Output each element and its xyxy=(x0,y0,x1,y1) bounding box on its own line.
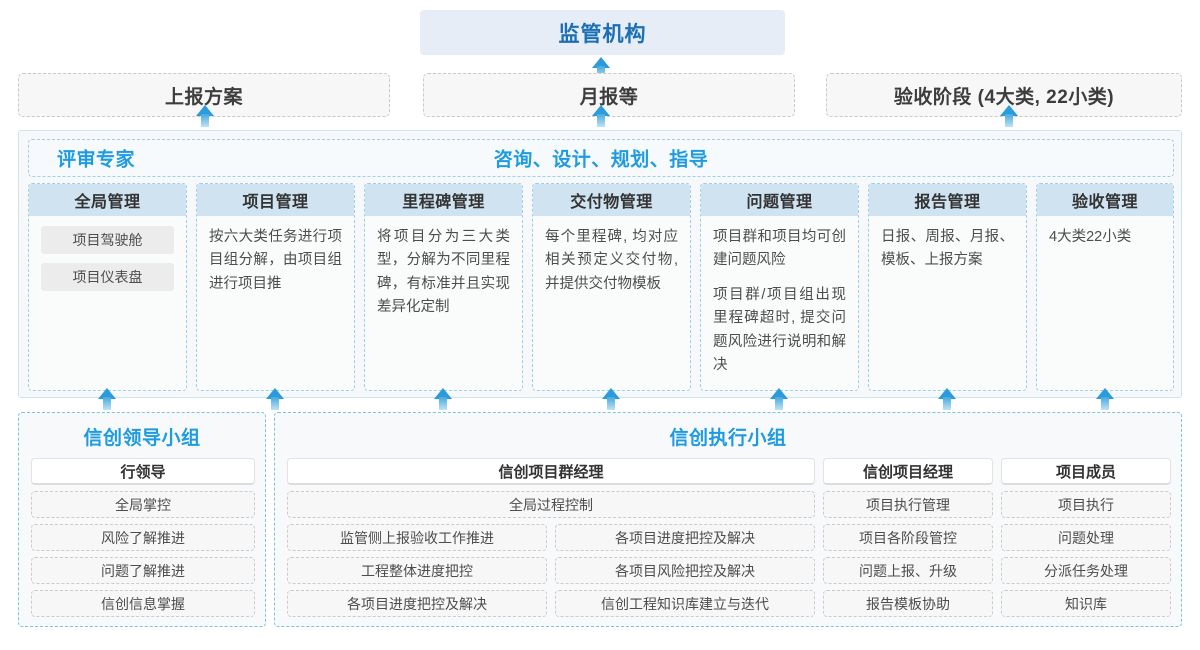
list-item[interactable]: 监管侧上报验收工作推进 xyxy=(287,524,547,551)
management-cards: 全局管理 项目驾驶舱 项目仪表盘 项目管理 按六大类任务进行项目组分解，由项目组… xyxy=(28,183,1174,391)
column-program-manager: 信创项目群经理 全局过程控制 监管侧上报验收工作推进 工程整体进度把控 各项目进… xyxy=(287,458,815,617)
card-title: 项目管理 xyxy=(197,184,354,216)
column-project-member: 项目成员 项目执行 问题处理 分派任务处理 知识库 xyxy=(1001,458,1171,617)
arrow-to-card-6 xyxy=(938,388,956,410)
project-member-head[interactable]: 项目成员 xyxy=(1001,458,1171,485)
list-item[interactable]: 知识库 xyxy=(1001,590,1171,617)
regulator-title-text: 监管机构 xyxy=(558,22,647,46)
arrow-to-card-4 xyxy=(602,388,620,410)
card-deliverable-management[interactable]: 交付物管理 每个里程碑, 均对应相关预定义交付物, 并提供交付物模板 xyxy=(532,183,691,391)
card-title: 交付物管理 xyxy=(533,184,690,216)
card-issue-management[interactable]: 问题管理 项目群和项目均可创建问题风险 项目群/项目组出现里程碑超时, 提交问题… xyxy=(700,183,859,391)
arrow-to-card-2 xyxy=(266,388,284,410)
review-experts-label: 评审专家 xyxy=(57,149,136,171)
leadership-group-panel: 信创领导小组 行领导 全局掌控 风险了解推进 问题了解推进 信创信息掌握 xyxy=(18,412,266,627)
card-title: 问题管理 xyxy=(701,184,858,216)
program-manager-wide-item[interactable]: 全局过程控制 xyxy=(287,491,815,518)
report-box-acceptance[interactable]: 验收阶段 (4大类, 22小类) xyxy=(826,73,1182,117)
leadership-head[interactable]: 行领导 xyxy=(31,458,255,485)
arrow-to-card-5 xyxy=(770,388,788,410)
card-paragraph: 每个里程碑, 均对应相关预定义交付物, 并提供交付物模板 xyxy=(545,229,678,292)
report-box-plan-label: 上报方案 xyxy=(164,86,243,108)
list-item[interactable]: 全局掌控 xyxy=(31,491,255,518)
execution-group-panel: 信创执行小组 信创项目群经理 全局过程控制 监管侧上报验收工作推进 工程整体进度… xyxy=(274,412,1182,627)
card-acceptance-management[interactable]: 验收管理 4大类22小类 xyxy=(1036,183,1174,391)
card-milestone-management[interactable]: 里程碑管理 将项目分为三大类型，分解为不同里程碑，有标准并且实现差异化定制 xyxy=(364,183,523,391)
card-paragraph: 按六大类任务进行项目组分解，由项目组进行项目推 xyxy=(209,229,342,292)
card-paragraph: 日报、周报、月报、模板、上报方案 xyxy=(881,229,1014,269)
project-manager-head[interactable]: 信创项目经理 xyxy=(823,458,993,485)
list-item[interactable]: 问题上报、升级 xyxy=(823,557,993,584)
card-title: 验收管理 xyxy=(1037,184,1173,216)
report-box-monthly-label: 月报等 xyxy=(579,86,639,108)
list-item[interactable]: 信创工程知识库建立与迭代 xyxy=(555,590,815,617)
leadership-group-title: 信创领导小组 xyxy=(83,428,201,449)
pill-project-dashboard[interactable]: 项目仪表盘 xyxy=(41,263,174,291)
column-project-manager: 信创项目经理 项目执行管理 项目各阶段管控 问题上报、升级 报告模板协助 xyxy=(823,458,993,617)
list-item[interactable]: 各项目进度把控及解决 xyxy=(555,524,815,551)
list-item[interactable]: 工程整体进度把控 xyxy=(287,557,547,584)
card-global-management[interactable]: 全局管理 项目驾驶舱 项目仪表盘 xyxy=(28,183,187,391)
consulting-services-label: 咨询、设计、规划、指导 xyxy=(493,149,709,171)
list-item[interactable]: 分派任务处理 xyxy=(1001,557,1171,584)
consulting-panel-header: 评审专家 咨询、设计、规划、指导 xyxy=(28,139,1174,177)
list-item[interactable]: 项目执行管理 xyxy=(823,491,993,518)
card-title: 里程碑管理 xyxy=(365,184,522,216)
list-item[interactable]: 各项目风险把控及解决 xyxy=(555,557,815,584)
list-item[interactable]: 问题处理 xyxy=(1001,524,1171,551)
list-item[interactable]: 信创信息掌握 xyxy=(31,590,255,617)
execution-group-title: 信创执行小组 xyxy=(669,428,787,449)
card-report-management[interactable]: 报告管理 日报、周报、月报、模板、上报方案 xyxy=(868,183,1027,391)
report-box-acceptance-label: 验收阶段 (4大类, 22小类) xyxy=(893,86,1115,108)
arrow-to-plan-box xyxy=(196,105,214,127)
leadership-group-items: 行领导 全局掌控 风险了解推进 问题了解推进 信创信息掌握 xyxy=(31,458,255,617)
program-manager-left-list: 监管侧上报验收工作推进 工程整体进度把控 各项目进度把控及解决 xyxy=(287,524,547,617)
list-item[interactable]: 项目执行 xyxy=(1001,491,1171,518)
card-paragraph: 项目群和项目均可创建问题风险 xyxy=(713,229,846,269)
arrow-to-regulator xyxy=(592,57,610,79)
card-title: 全局管理 xyxy=(29,184,186,216)
regulator-title-box: 监管机构 xyxy=(420,10,785,55)
list-item[interactable]: 项目各阶段管控 xyxy=(823,524,993,551)
pill-project-cockpit[interactable]: 项目驾驶舱 xyxy=(41,226,174,254)
arrow-to-acceptance-box xyxy=(1000,105,1018,127)
list-item[interactable]: 报告模板协助 xyxy=(823,590,993,617)
arrow-to-card-7 xyxy=(1096,388,1114,410)
card-paragraph: 项目群/项目组出现里程碑超时, 提交问题风险进行说明和解决 xyxy=(713,286,846,374)
consulting-panel: 评审专家 咨询、设计、规划、指导 全局管理 项目驾驶舱 项目仪表盘 项目管理 按… xyxy=(18,130,1182,398)
program-manager-subcolumns: 监管侧上报验收工作推进 工程整体进度把控 各项目进度把控及解决 各项目进度把控及… xyxy=(287,524,815,617)
card-paragraph: 将项目分为三大类型，分解为不同里程碑，有标准并且实现差异化定制 xyxy=(377,229,510,316)
card-project-management[interactable]: 项目管理 按六大类任务进行项目组分解，由项目组进行项目推 xyxy=(196,183,355,391)
list-item[interactable]: 各项目进度把控及解决 xyxy=(287,590,547,617)
arrow-to-monthly-box xyxy=(592,105,610,127)
arrow-to-card-1 xyxy=(98,388,116,410)
program-manager-right-list: 各项目进度把控及解决 各项目风险把控及解决 信创工程知识库建立与迭代 xyxy=(555,524,815,617)
list-item[interactable]: 问题了解推进 xyxy=(31,557,255,584)
card-title: 报告管理 xyxy=(869,184,1026,216)
program-manager-head[interactable]: 信创项目群经理 xyxy=(287,458,815,485)
arrow-to-card-3 xyxy=(434,388,452,410)
card-paragraph: 4大类22小类 xyxy=(1049,229,1132,245)
list-item[interactable]: 风险了解推进 xyxy=(31,524,255,551)
